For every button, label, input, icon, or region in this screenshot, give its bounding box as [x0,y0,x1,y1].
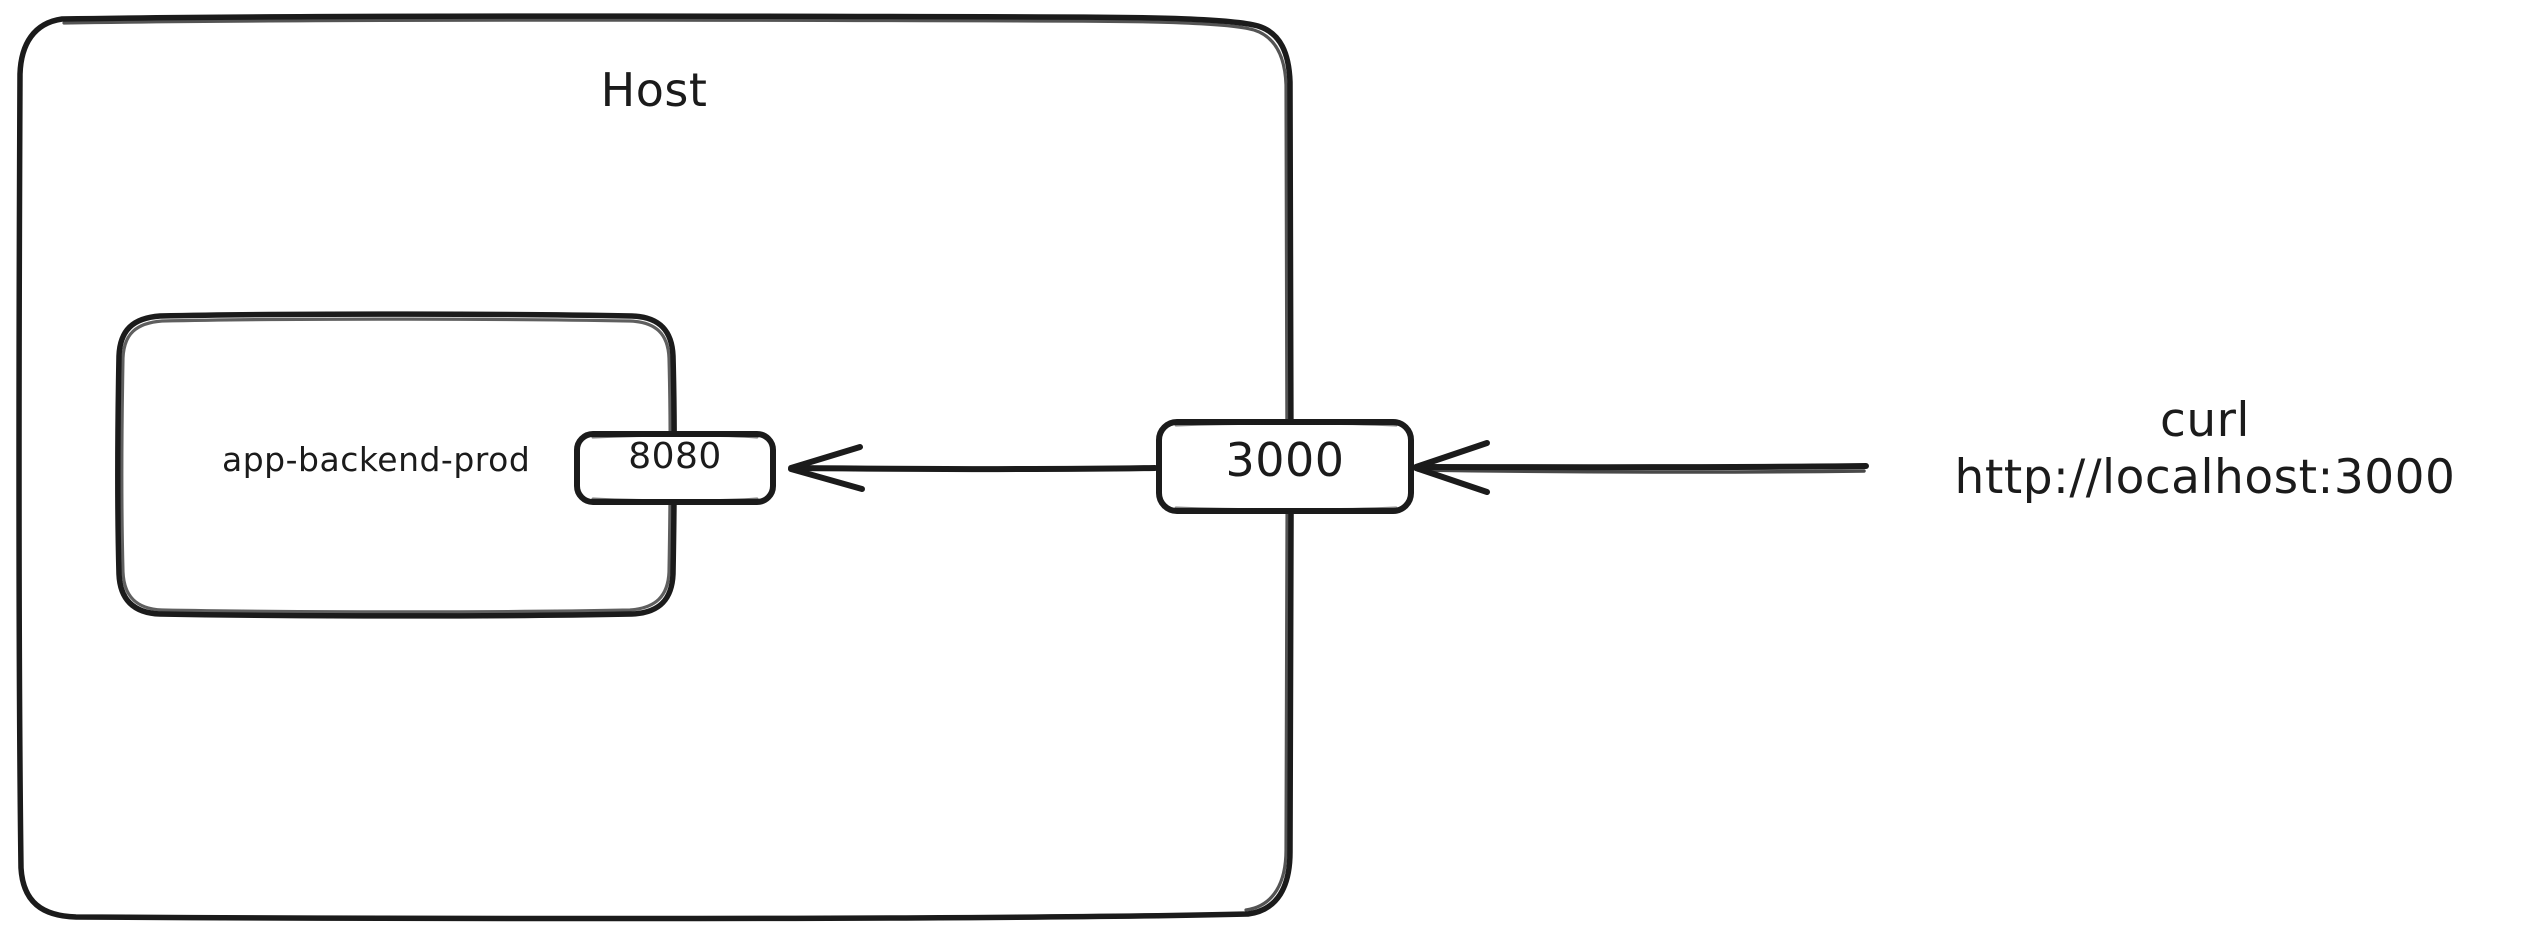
curl-command-block: curl http://localhost:3000 [1880,392,2530,507]
curl-command-line-1: curl [2159,393,2250,448]
port-3000-label: 3000 [1225,433,1345,487]
curl-command-line-2: http://localhost:3000 [1954,450,2456,506]
host-boundary-shape [16,13,1294,922]
container-label: app-backend-prod [222,440,531,479]
port-3000-shape [1156,419,1414,514]
port-8080-label: 8080 [628,436,722,477]
host-label: Host [600,63,708,117]
arrow-client-to-host-port [1413,440,1869,495]
port-8080-shape [574,431,776,505]
container-boundary-shape [115,311,677,619]
arrow-host-port-to-container-port [788,444,1158,492]
